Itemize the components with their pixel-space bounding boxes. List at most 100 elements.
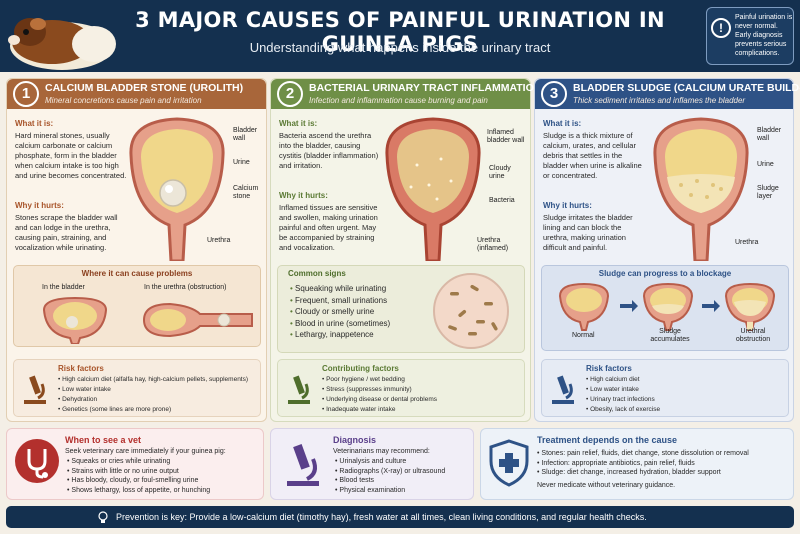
page-subtitle: Understanding what happens inside the ur… [249, 40, 551, 55]
what-text: Bacteria ascend the urethra into the bla… [279, 131, 379, 170]
column-header: 1 CALCIUM BLADDER STONE (UROLITH) Minera… [7, 79, 266, 109]
prog-label-accumulates: Sludge accumulates [650, 328, 690, 343]
list-item: Urinary tract infections [586, 395, 660, 405]
why-heading: Why it hurts: [279, 191, 328, 200]
bladder-sludge-illustration [653, 117, 749, 261]
label-bladder-wall: Bladder wall [757, 127, 782, 142]
what-heading: What it is: [15, 119, 54, 128]
treatment-list: Stones: pain relief, fluids, diet change… [537, 449, 749, 478]
risk-title: Risk factors [58, 364, 104, 373]
diagnosis-intro: Veterinarians may recommend: [333, 448, 430, 455]
alert-text: Painful urination is never normal. Early… [735, 14, 793, 57]
list-item: Dehydration [58, 395, 248, 405]
urethra-obstruction-illustration [142, 302, 253, 338]
why-text: Inflamed tissues are sensitive and swoll… [279, 203, 378, 252]
what-text: Hard mineral stones, usually calcium car… [15, 131, 127, 180]
diagnosis-list: Urinalysis and culture Radiographs (X-ra… [335, 457, 445, 495]
prog-label-obstruction: Urethral obstruction [735, 328, 771, 343]
column-number: 1 [13, 81, 39, 107]
why-heading: Why it hurts: [15, 201, 64, 210]
list-item: Has bloody, cloudy, or foul-smelling uri… [67, 476, 210, 486]
list-item: Urinalysis and culture [335, 457, 445, 467]
bladder-stone-illustration [129, 117, 225, 261]
column-title: BACTERIAL URINARY TRACT INFLAMMATION [309, 82, 542, 94]
list-item: Inadequate water intake [322, 405, 437, 415]
where-left-label: In the bladder [42, 284, 85, 291]
vet-title: When to see a vet [65, 435, 142, 445]
label-urine: Urine [757, 161, 774, 168]
risk-list: Poor hygiene / wet bedding Stress (suppr… [322, 375, 437, 415]
progression-illustration [558, 282, 776, 331]
vet-intro: Seek veterinary care immediately if your… [65, 448, 226, 455]
list-item: Blood tests [335, 476, 445, 486]
what-heading: What it is: [279, 119, 318, 128]
label-calcium-stone: Calcium stone [233, 185, 259, 200]
column-title: CALCIUM BLADDER STONE (UROLITH) [45, 82, 244, 94]
column-bladder-sludge: 3 BLADDER SLUDGE (CALCIUM URATE BUILD-UP… [534, 78, 800, 422]
treatment: Treatment depends on the cause Stones: p… [480, 428, 794, 500]
label-sludge-layer: Sludge layer [757, 185, 779, 200]
column-subtitle: Thick sediment irritates and inflames th… [573, 96, 746, 105]
column-bladder-stone: 1 CALCIUM BLADDER STONE (UROLITH) Minera… [6, 78, 267, 422]
list-item: Stones: pain relief, fluids, diet change… [537, 449, 748, 459]
where-it-causes-problems: Where it can cause problems In the bladd… [13, 265, 261, 347]
page-title: 3 MAJOR CAUSES OF PAINFUL URINATION IN G… [135, 8, 665, 56]
sludge-progression: Sludge can progress to a blockage Normal… [541, 265, 789, 351]
list-item: Low water intake [586, 385, 660, 395]
what-it-is: What it is: Sludge is a thick mixture of… [543, 119, 647, 181]
list-item: High calcium diet (alfalfa hay, high-cal… [58, 375, 248, 385]
list-item: Obesity, lack of exercise [586, 405, 660, 415]
why-heading: Why it hurts: [543, 201, 592, 210]
shield-cross-icon [489, 439, 529, 487]
list-item: Blood in urine (sometimes) [290, 318, 390, 330]
stethoscope-icon [15, 439, 59, 483]
lightbulb-icon [98, 511, 108, 523]
alert-box: ! Painful urination is never normal. Ear… [706, 7, 794, 65]
column-header: 3 BLADDER SLUDGE (CALCIUM URATE BUILD-UP… [535, 79, 800, 109]
vet-list: Squeaks or cries while urinating Strains… [67, 457, 210, 495]
column-number: 2 [277, 81, 303, 107]
microscope-icon [288, 375, 310, 404]
label-bladder-wall: Bladder wall [233, 127, 258, 142]
what-it-is: What it is: Bacteria ascend the urethra … [279, 119, 379, 171]
microscope-icon [287, 444, 319, 486]
label-inflamed-wall: Inflamed bladder wall [487, 129, 525, 144]
list-item: Infection: appropriate antibiotics, pain… [537, 459, 749, 469]
microscope-icon [552, 375, 574, 404]
list-item: Lethargy, inappetence [290, 329, 390, 341]
column-subtitle: Mineral concretions cause pain and irrit… [45, 96, 202, 105]
guinea-pig-illustration [8, 18, 116, 70]
treatment-title: Treatment depends on the cause [537, 435, 678, 445]
list-item: Strains with little or no urine output [67, 467, 210, 477]
why-text: Sludge irritates the bladder lining and … [543, 213, 633, 252]
what-text: Sludge is a thick mixture of calcium, ur… [543, 131, 642, 180]
why-it-hurts: Why it hurts: Inflamed tissues are sensi… [279, 191, 385, 253]
label-bacteria: Bacteria [489, 197, 515, 204]
list-item: Squeaks or cries while urinating [67, 457, 210, 467]
info-icon: ! [711, 18, 731, 38]
column-number: 3 [541, 81, 567, 107]
prog-label-normal: Normal [572, 332, 595, 339]
risk-factors: Risk factors High calcium diet Low water… [541, 359, 789, 417]
list-item: High calcium diet [586, 375, 660, 385]
column-header: 2 BACTERIAL URINARY TRACT INFLAMMATION I… [271, 79, 541, 109]
why-it-hurts: Why it hurts: Stones scrape the bladder … [15, 201, 131, 253]
bladder-stone-small-illustration [42, 296, 108, 344]
list-item: Squeaking while urinating [290, 283, 390, 295]
common-signs: Common signs Squeaking while urinating F… [277, 265, 525, 353]
risk-title: Risk factors [586, 364, 632, 373]
list-item: Underlying disease or dental problems [322, 395, 437, 405]
list-item: Sludge: diet change, increased hydration… [537, 468, 749, 478]
label-urine: Urine [233, 159, 250, 166]
risk-list: High calcium diet Low water intake Urina… [586, 375, 660, 415]
what-heading: What it is: [543, 119, 582, 128]
why-it-hurts: Why it hurts: Sludge irritates the bladd… [543, 201, 647, 253]
prog-title: Sludge can progress to a blockage [598, 269, 732, 278]
risk-title: Contributing factors [322, 364, 399, 373]
list-item: Physical examination [335, 486, 445, 496]
label-cloudy-urine: Cloudy urine [489, 165, 511, 180]
column-subtitle: Infection and inflammation cause burning… [309, 96, 488, 105]
signs-title: Common signs [288, 269, 346, 278]
inflamed-bladder-illustration [385, 117, 481, 261]
column-bacterial-inflammation: 2 BACTERIAL URINARY TRACT INFLAMMATION I… [270, 78, 541, 422]
